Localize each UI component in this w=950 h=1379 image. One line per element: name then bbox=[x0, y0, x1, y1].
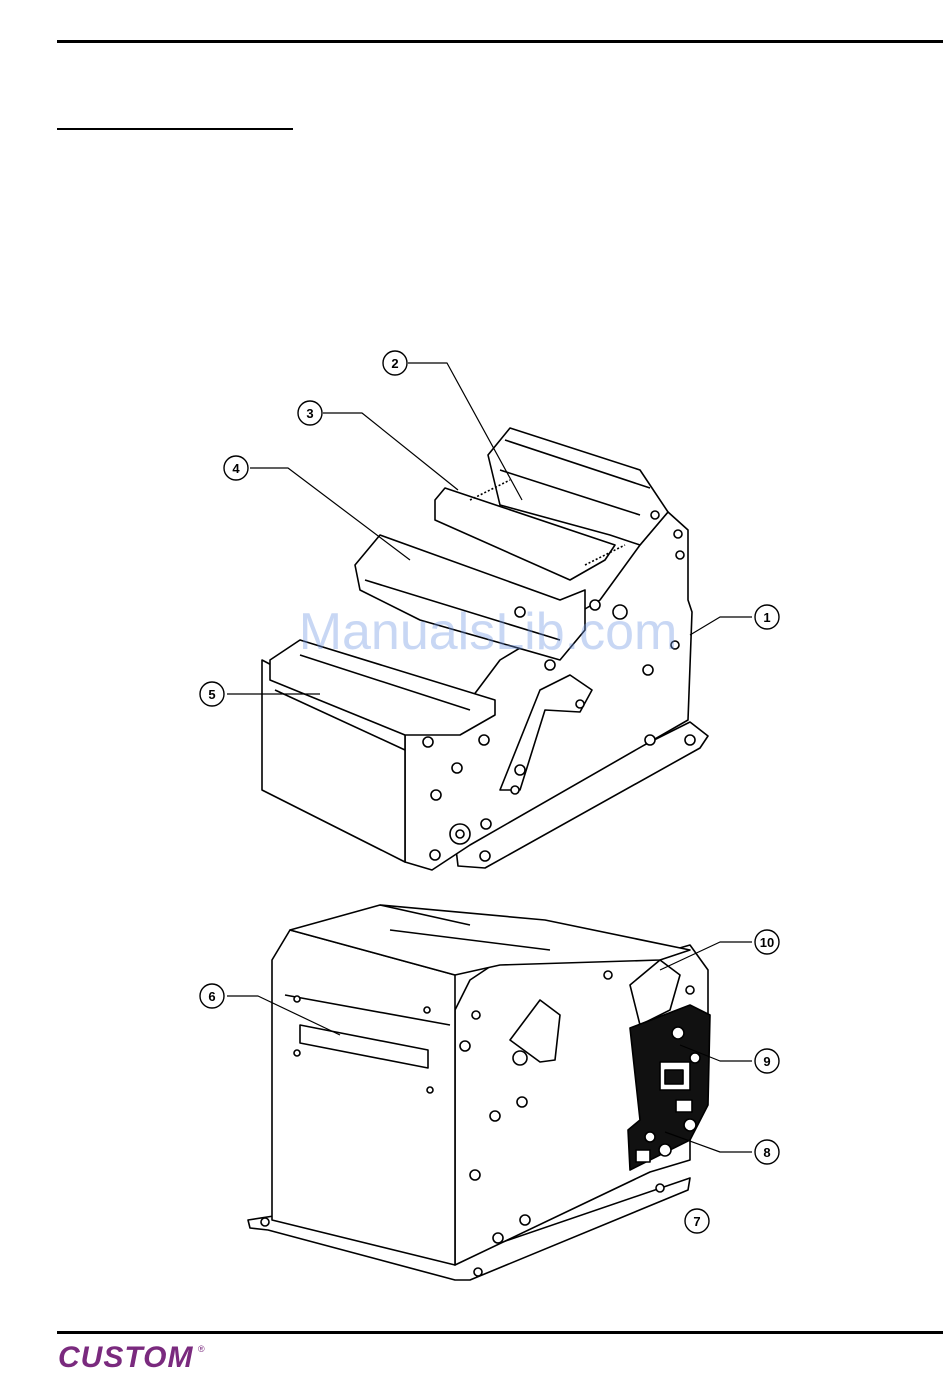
callout-7-label: 7 bbox=[693, 1214, 700, 1229]
callout-1-label: 1 bbox=[763, 610, 770, 625]
callout-8: 8 bbox=[755, 1140, 779, 1164]
callout-9-label: 9 bbox=[763, 1054, 770, 1069]
callout-4-label: 4 bbox=[232, 461, 240, 476]
watermark: ManualsLib.com bbox=[268, 602, 708, 662]
lower-printer-drawing bbox=[248, 905, 710, 1280]
callout-8-label: 8 bbox=[763, 1145, 770, 1160]
callout-9: 9 bbox=[755, 1049, 779, 1073]
callout-3: 3 bbox=[298, 401, 322, 425]
callout-3-label: 3 bbox=[306, 406, 313, 421]
footer-rule bbox=[57, 1331, 943, 1334]
callout-10-label: 10 bbox=[760, 935, 774, 950]
callout-2: 2 bbox=[383, 351, 407, 375]
lower-front-face bbox=[272, 930, 455, 1265]
callout-6-label: 6 bbox=[208, 989, 215, 1004]
custom-logo: CUSTOM bbox=[58, 1341, 193, 1375]
registered-mark: ® bbox=[198, 1344, 205, 1354]
callout-5: 5 bbox=[200, 682, 224, 706]
callout-7: 7 bbox=[685, 1209, 709, 1233]
callout-6: 6 bbox=[200, 984, 224, 1008]
callout-2-label: 2 bbox=[391, 356, 398, 371]
callout-1: 1 bbox=[755, 605, 779, 629]
callout-4: 4 bbox=[224, 456, 248, 480]
callout-10: 10 bbox=[755, 930, 779, 954]
callout-5-label: 5 bbox=[208, 687, 215, 702]
